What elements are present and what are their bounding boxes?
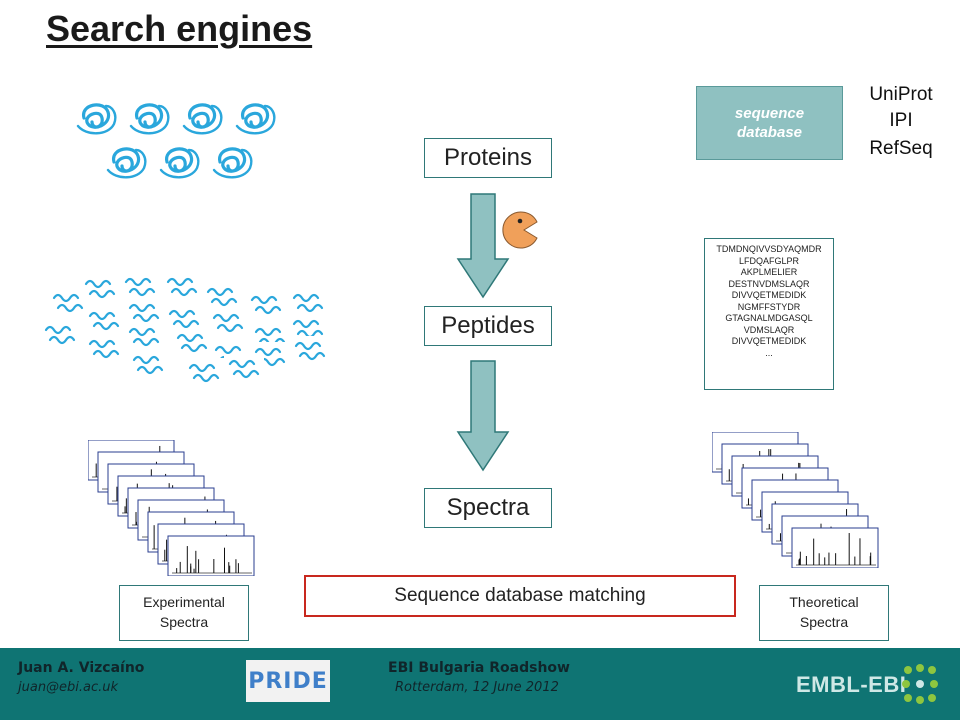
sequence-database-matching-box: Sequence database matching	[304, 575, 736, 617]
peptide-list-item: AKPLMELIER	[740, 267, 798, 277]
peptide-fragment-icon	[184, 358, 224, 386]
peptide-fragment-icon	[128, 350, 168, 378]
slide-title: Search engines	[46, 8, 313, 49]
peptide-fragment-icon	[124, 322, 164, 350]
spectrum-panel	[167, 535, 255, 577]
peptide-fragment-icon	[84, 306, 124, 334]
peptide-fragment-icon	[120, 272, 160, 300]
peptide-fragment-icon	[124, 298, 164, 326]
experimental-spectra-stack	[87, 439, 274, 577]
peptide-fragment-icon	[246, 290, 286, 318]
peptide-fragment-icon	[208, 308, 248, 336]
arrow-peptides-to-spectra	[456, 360, 510, 472]
peptide-fragment-icon	[84, 334, 124, 362]
protein-structure-icon	[176, 96, 229, 140]
peptide-fragment-icon	[290, 336, 330, 364]
theoretical-label-line2: Spectra	[799, 614, 849, 630]
footer-author: Juan A. Vizcaíno	[18, 660, 145, 676]
spectra-box: Spectra	[424, 488, 552, 528]
peptide-fragment-icon	[172, 328, 212, 356]
pride-logo: PRIDE	[246, 660, 330, 702]
sequence-database-line2: database	[736, 124, 803, 141]
experimental-label-line1: Experimental	[143, 594, 225, 611]
peptide-list-item: DESTNVDMSLAQR	[728, 278, 810, 289]
peptide-list-item: GTAGNALMDGASQL	[725, 313, 813, 323]
peptide-list-item: ...	[765, 347, 773, 358]
embl-ebi-logo-text: EMBL-EBI	[796, 672, 907, 697]
db-name-refseq: RefSeq	[869, 138, 933, 159]
protein-structure-icon	[123, 96, 176, 140]
protease-pacman-icon	[496, 208, 556, 252]
footer-event-location: Rotterdam, 12 June 2012	[395, 680, 559, 695]
peptide-fragment-icon	[224, 354, 264, 382]
peptide-list-item: TDMDNQIVVSDYAQMDR	[716, 244, 822, 254]
spectrum-panel	[791, 527, 879, 569]
peptide-list-item: DIVVQETMEDIDK	[731, 290, 807, 300]
peptide-fragment-icon	[202, 282, 242, 310]
arrow-proteins-to-peptides	[456, 193, 510, 299]
db-name-ipi: IPI	[889, 110, 913, 131]
db-name-uniprot: UniProt	[869, 84, 933, 105]
experimental-label-line2: Spectra	[159, 614, 209, 630]
peptide-fragments-image	[38, 270, 334, 390]
protein-structure-icon	[206, 140, 259, 184]
peptide-fragment-icon	[40, 320, 80, 348]
theoretical-spectra-stack	[711, 431, 898, 569]
embl-ebi-logo: EMBL-EBI	[796, 662, 946, 708]
protein-structure-icon	[153, 140, 206, 184]
protein-structure-icon	[100, 140, 153, 184]
protein-structure-icon	[70, 96, 123, 140]
theoretical-peptide-list: TDMDNQIVVSDYAQMDR LFDQAFGLPR AKPLMELIER …	[704, 238, 834, 390]
protein-structure-icon	[229, 96, 282, 140]
proteins-box: Proteins	[424, 138, 552, 178]
peptide-fragment-icon	[164, 304, 204, 332]
footer-email: juan@ebi.ac.uk	[18, 680, 119, 695]
pride-logo-text: PRIDE	[248, 668, 328, 694]
peptide-fragment-icon	[162, 272, 202, 300]
peptide-fragment-icon	[80, 274, 120, 302]
peptide-list-item: DIVVQETMEDIDK	[731, 336, 807, 346]
peptides-box: Peptides	[424, 306, 552, 346]
footer-bar: Juan A. Vizcaíno juan@ebi.ac.uk PRIDE EB…	[0, 648, 960, 720]
theoretical-spectra-label: Theoretical Spectra	[759, 585, 889, 641]
experimental-spectra-label: Experimental Spectra	[119, 585, 249, 641]
peptide-list-item: VDMSLAQR	[743, 324, 795, 335]
sequence-database-box: sequence database	[696, 86, 843, 160]
footer-event: EBI Bulgaria Roadshow	[388, 660, 570, 676]
peptide-list-item: NGMFFSTYDR	[737, 301, 801, 312]
protein-structures-image	[70, 96, 282, 186]
theoretical-label-line1: Theoretical	[789, 594, 859, 611]
sequence-database-line1: sequence	[734, 104, 805, 122]
peptide-fragment-icon	[288, 288, 328, 316]
peptide-list-item: LFDQAFGLPR	[738, 255, 799, 266]
